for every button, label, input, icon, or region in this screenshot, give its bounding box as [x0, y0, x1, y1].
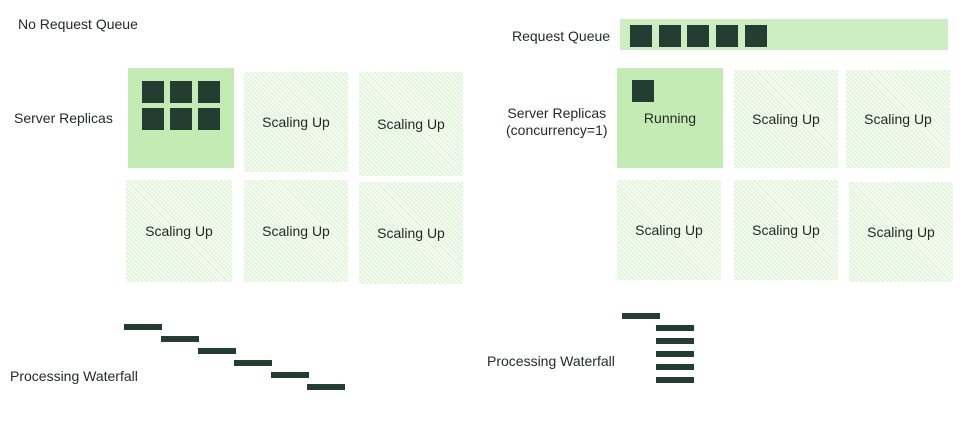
right-queue-label: Request Queue: [512, 28, 611, 44]
replica-status: Scaling Up: [635, 222, 703, 238]
right-replica-2: Scaling Up: [734, 70, 838, 168]
replica-status: Scaling Up: [377, 116, 445, 132]
right-replica-4: Scaling Up: [617, 180, 721, 280]
replica-status: Scaling Up: [867, 224, 935, 240]
replica-status: Scaling Up: [377, 225, 445, 241]
left-replica-5: Scaling Up: [244, 180, 348, 282]
right-request-block: [632, 80, 654, 102]
left-replica-3: Scaling Up: [359, 72, 463, 176]
left-title: No Request Queue: [18, 16, 138, 32]
left-server-replicas-label: Server Replicas: [14, 110, 113, 126]
right-waterfall-bar: [656, 364, 694, 370]
queued-request-block: [630, 25, 652, 47]
queued-request-block: [687, 25, 709, 47]
right-server-replicas-label: Server Replicas (concurrency=1): [506, 105, 608, 138]
queued-request-block: [659, 25, 681, 47]
left-waterfall-bar: [161, 336, 199, 342]
queued-request-block: [716, 25, 738, 47]
left-request-block: [170, 108, 192, 130]
right-replica-3: Scaling Up: [846, 70, 950, 168]
left-replica-4: Scaling Up: [126, 180, 232, 282]
replica-status: Scaling Up: [262, 223, 330, 239]
left-request-block: [198, 108, 220, 130]
right-replica-5: Scaling Up: [734, 180, 838, 280]
left-waterfall-bar: [307, 384, 345, 390]
left-waterfall-bar: [271, 372, 309, 378]
left-waterfall-bar: [198, 348, 236, 354]
left-request-block: [142, 108, 164, 130]
left-waterfall-bar: [234, 360, 272, 366]
replica-status: Scaling Up: [262, 114, 330, 130]
right-waterfall-bar: [656, 325, 694, 331]
left-waterfall-label: Processing Waterfall: [10, 368, 138, 384]
right-waterfall-bar: [656, 377, 694, 383]
right-waterfall-bar: [656, 338, 694, 344]
left-request-block: [198, 81, 220, 103]
left-request-block: [142, 81, 164, 103]
replica-status: Scaling Up: [145, 223, 213, 239]
right-waterfall-bar: [656, 351, 694, 357]
left-request-block: [170, 81, 192, 103]
replica-status: Scaling Up: [752, 111, 820, 127]
queued-request-block: [745, 25, 767, 47]
right-waterfall-bar: [622, 313, 660, 319]
replica-status: Scaling Up: [752, 222, 820, 238]
left-waterfall-bar: [124, 324, 162, 330]
left-replica-2: Scaling Up: [244, 72, 348, 172]
right-replica-6: Scaling Up: [849, 182, 953, 282]
right-waterfall-label: Processing Waterfall: [487, 353, 615, 369]
replica-status: Scaling Up: [864, 111, 932, 127]
left-replica-6: Scaling Up: [359, 182, 463, 284]
replica-status: Running: [643, 110, 697, 126]
